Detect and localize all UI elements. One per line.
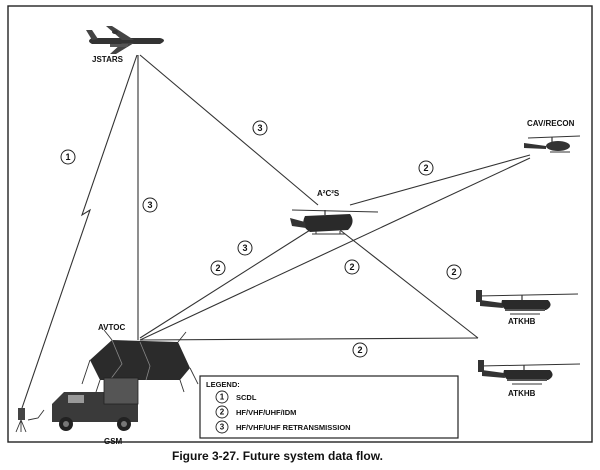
legend-num-2: 2 [220,408,225,417]
legend-num-1: 1 [220,393,225,402]
link-jstars-a2c2s [139,54,319,206]
jstars-label: JSTARS [92,55,124,64]
gsm-label: GSM [104,437,123,446]
gsm-vehicle-icon [27,377,139,431]
svg-text:2: 2 [357,345,362,355]
figure-frame [7,5,593,443]
cav-recon-helicopter-icon [524,135,581,153]
link-number-jstars-a2c2s: 3 [252,120,268,136]
jstars-aircraft-icon [86,26,164,54]
svg-text:3: 3 [147,200,152,210]
antenna-icon [15,408,27,433]
legend-num-3: 3 [220,423,225,432]
link-number-a2c2s-atkhb: 2 [446,264,462,280]
a2c2s-label: A²C²S [317,189,340,198]
link-number-avtoc-a2c2s-upper: 3 [237,240,253,256]
svg-text:2: 2 [423,163,428,173]
avtoc-tent-icon [81,329,199,393]
legend-item-1: SCDL [236,393,257,402]
link-number-avtoc-atkhb-bottom: 2 [352,342,368,358]
legend-title: LEGEND: [206,380,240,389]
atkhb-top-helicopter-icon [476,290,579,315]
link-jstars-gsm [21,54,138,409]
svg-text:1: 1 [65,152,70,162]
atkhb-bottom-label: ATKHB [508,389,536,398]
svg-text:2: 2 [451,267,456,277]
link-avtoc-cav [139,157,531,341]
link-number-avtoc-a2c2s-lower: 2 [210,260,226,276]
link-number-a2c2s-cav: 2 [418,160,434,176]
legend-item-2: HF/VHF/UHF/IDM [236,408,296,417]
a2c2s-helicopter-icon [290,209,379,235]
atkhb-top-label: ATKHB [508,317,536,326]
avtoc-label: AVTOC [98,323,125,332]
svg-text:3: 3 [257,123,262,133]
link-avtoc-a2c2s-upper [139,224,319,339]
legend: LEGEND: 1 SCDL 2 HF/VHF/UHF/IDM 3 HF/VHF… [199,375,459,439]
legend-item-3: HF/VHF/UHF RETRANSMISSION [236,423,351,432]
link-number-avtoc-atkhb-mid: 2 [344,259,360,275]
link-a2c2s-atkhb [339,229,479,339]
svg-text:3: 3 [242,243,247,253]
link-avtoc-atkhb [139,337,479,341]
atkhb-bottom-helicopter-icon [478,360,581,385]
svg-text:2: 2 [349,262,354,272]
link-number-jstars-gsm: 1 [60,149,76,165]
svg-text:2: 2 [215,263,220,273]
link-a2c2s-cav [349,154,531,206]
cav-recon-label: CAV/RECON [527,119,575,128]
link-number-jstars-avtoc: 3 [142,197,158,213]
figure-caption: Figure 3-27. Future system data flow. [172,449,383,463]
